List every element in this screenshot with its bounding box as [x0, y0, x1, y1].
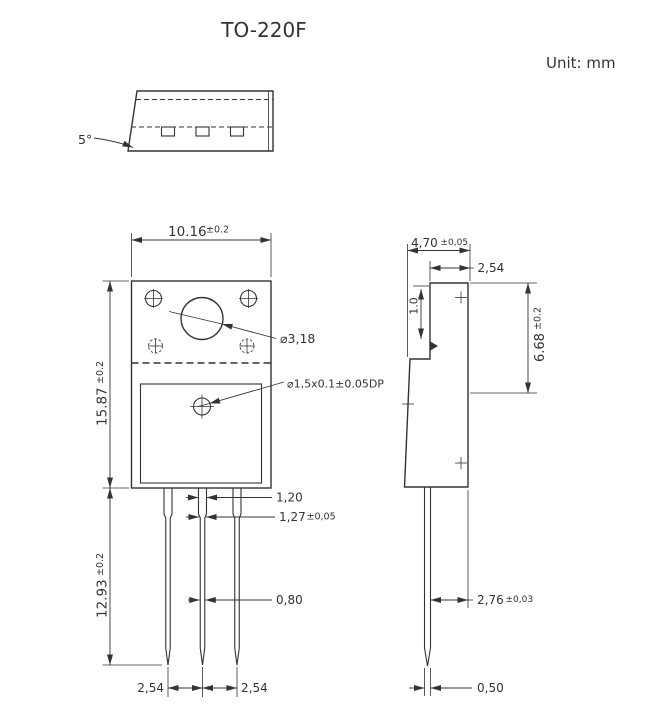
- depth-dimension: 4,70 ±0,05: [407, 236, 471, 357]
- lead-length-value: 12.93: [95, 579, 111, 618]
- lead-width-top-dimension: 1,20: [186, 491, 303, 505]
- dimple-label: ⌀1,5x0.1±0.05DP: [287, 378, 384, 391]
- step-dimension: 1.0: [408, 285, 429, 339]
- hidden-circle-right: [239, 338, 255, 354]
- lead-width-dimension: 0,80: [188, 593, 303, 607]
- gate-mark: [429, 341, 438, 351]
- lead-length-tolerance: ±0.2: [95, 553, 106, 576]
- hole-diameter-dimension: ⌀3,18: [168, 311, 315, 346]
- lead-section-middle: [195, 126, 210, 137]
- tab-height-dimension: 6.68 ±0.2: [470, 282, 548, 394]
- hidden-circle-left: [148, 338, 163, 354]
- lead-section-left: [160, 126, 176, 137]
- side-view: 4,70 ±0,05 2,54 1.0 6.68 ±0.2: [402, 236, 548, 696]
- unit-note: Unit: mm: [546, 54, 616, 72]
- front-view: 10.16 ±0.2 15.87 ±0.2 12.93 ±0.2: [95, 224, 384, 697]
- body-height-tolerance: ±0.2: [95, 361, 106, 384]
- lead-section-right: [229, 126, 245, 137]
- body-height-dimension: 15.87 ±0.2: [95, 280, 129, 489]
- lead-pitch-dimension: 2,54 2,54: [137, 667, 268, 697]
- lead-setback-dimension: 2,76 ±0,03: [430, 490, 534, 608]
- lead-setback-tolerance: ±0,03: [506, 595, 534, 605]
- center-mark-top: [455, 291, 467, 304]
- top-view-outline: [127, 90, 274, 152]
- tab-setback-value: 2,54: [478, 261, 505, 275]
- width-value: 10.16: [168, 224, 207, 240]
- drawing-title: TO-220F: [220, 18, 306, 42]
- depth-value: 4,70: [411, 236, 438, 250]
- depth-tolerance: ±0,05: [441, 238, 469, 248]
- lead-thickness-value: 0,50: [477, 681, 504, 695]
- front-body-outline: [130, 280, 272, 489]
- width-dimension: 10.16 ±0.2: [131, 224, 272, 277]
- pitch-right-value: 2,54: [241, 681, 268, 695]
- lead-thickness-dimension: 0,50: [409, 668, 504, 696]
- lead-length-dimension: 12.93 ±0.2: [95, 488, 162, 666]
- top-view: 5°: [78, 90, 274, 152]
- ejector-mark-top-left: [144, 289, 163, 308]
- body-height-value: 15.87: [95, 387, 111, 426]
- mounting-hole: [180, 296, 224, 341]
- hole-diameter-label: ⌀3,18: [280, 331, 315, 346]
- lead-shoulder-tolerance: ±0,05: [307, 512, 336, 523]
- draft-angle-label: 5°: [78, 132, 92, 147]
- width-tolerance: ±0.2: [206, 225, 229, 236]
- lead-shoulder-dimension: 1,27 ±0,05: [186, 510, 336, 524]
- ejector-mark-top-right: [239, 289, 258, 308]
- lead-middle: [197, 488, 208, 666]
- side-lead: [423, 487, 432, 667]
- front-inner-body: [139, 383, 263, 484]
- draft-angle-dimension: 5°: [78, 132, 134, 148]
- dimple-dimension: ⌀1,5x0.1±0.05DP: [197, 378, 384, 407]
- side-body-outline: [403, 282, 469, 488]
- lead-width-top-value: 1,20: [276, 491, 303, 505]
- center-mark-bottom: [455, 457, 467, 469]
- tab-setback-dimension: 2,54: [429, 261, 505, 281]
- lead-shoulder-value: 1,27: [279, 510, 306, 524]
- lead-left: [163, 488, 173, 666]
- lead-width-value: 0,80: [276, 593, 303, 607]
- dimple: [190, 394, 214, 419]
- lead-setback-value: 2,76: [477, 593, 504, 607]
- pitch-left-value: 2,54: [137, 681, 164, 695]
- draft-angle-leader: [93, 137, 134, 148]
- tab-height-tolerance: ±0.2: [533, 307, 544, 330]
- lead-right: [232, 488, 242, 666]
- center-mark-left: [402, 398, 414, 411]
- step-value: 1.0: [408, 297, 421, 315]
- tab-height-value: 6.68: [533, 333, 548, 362]
